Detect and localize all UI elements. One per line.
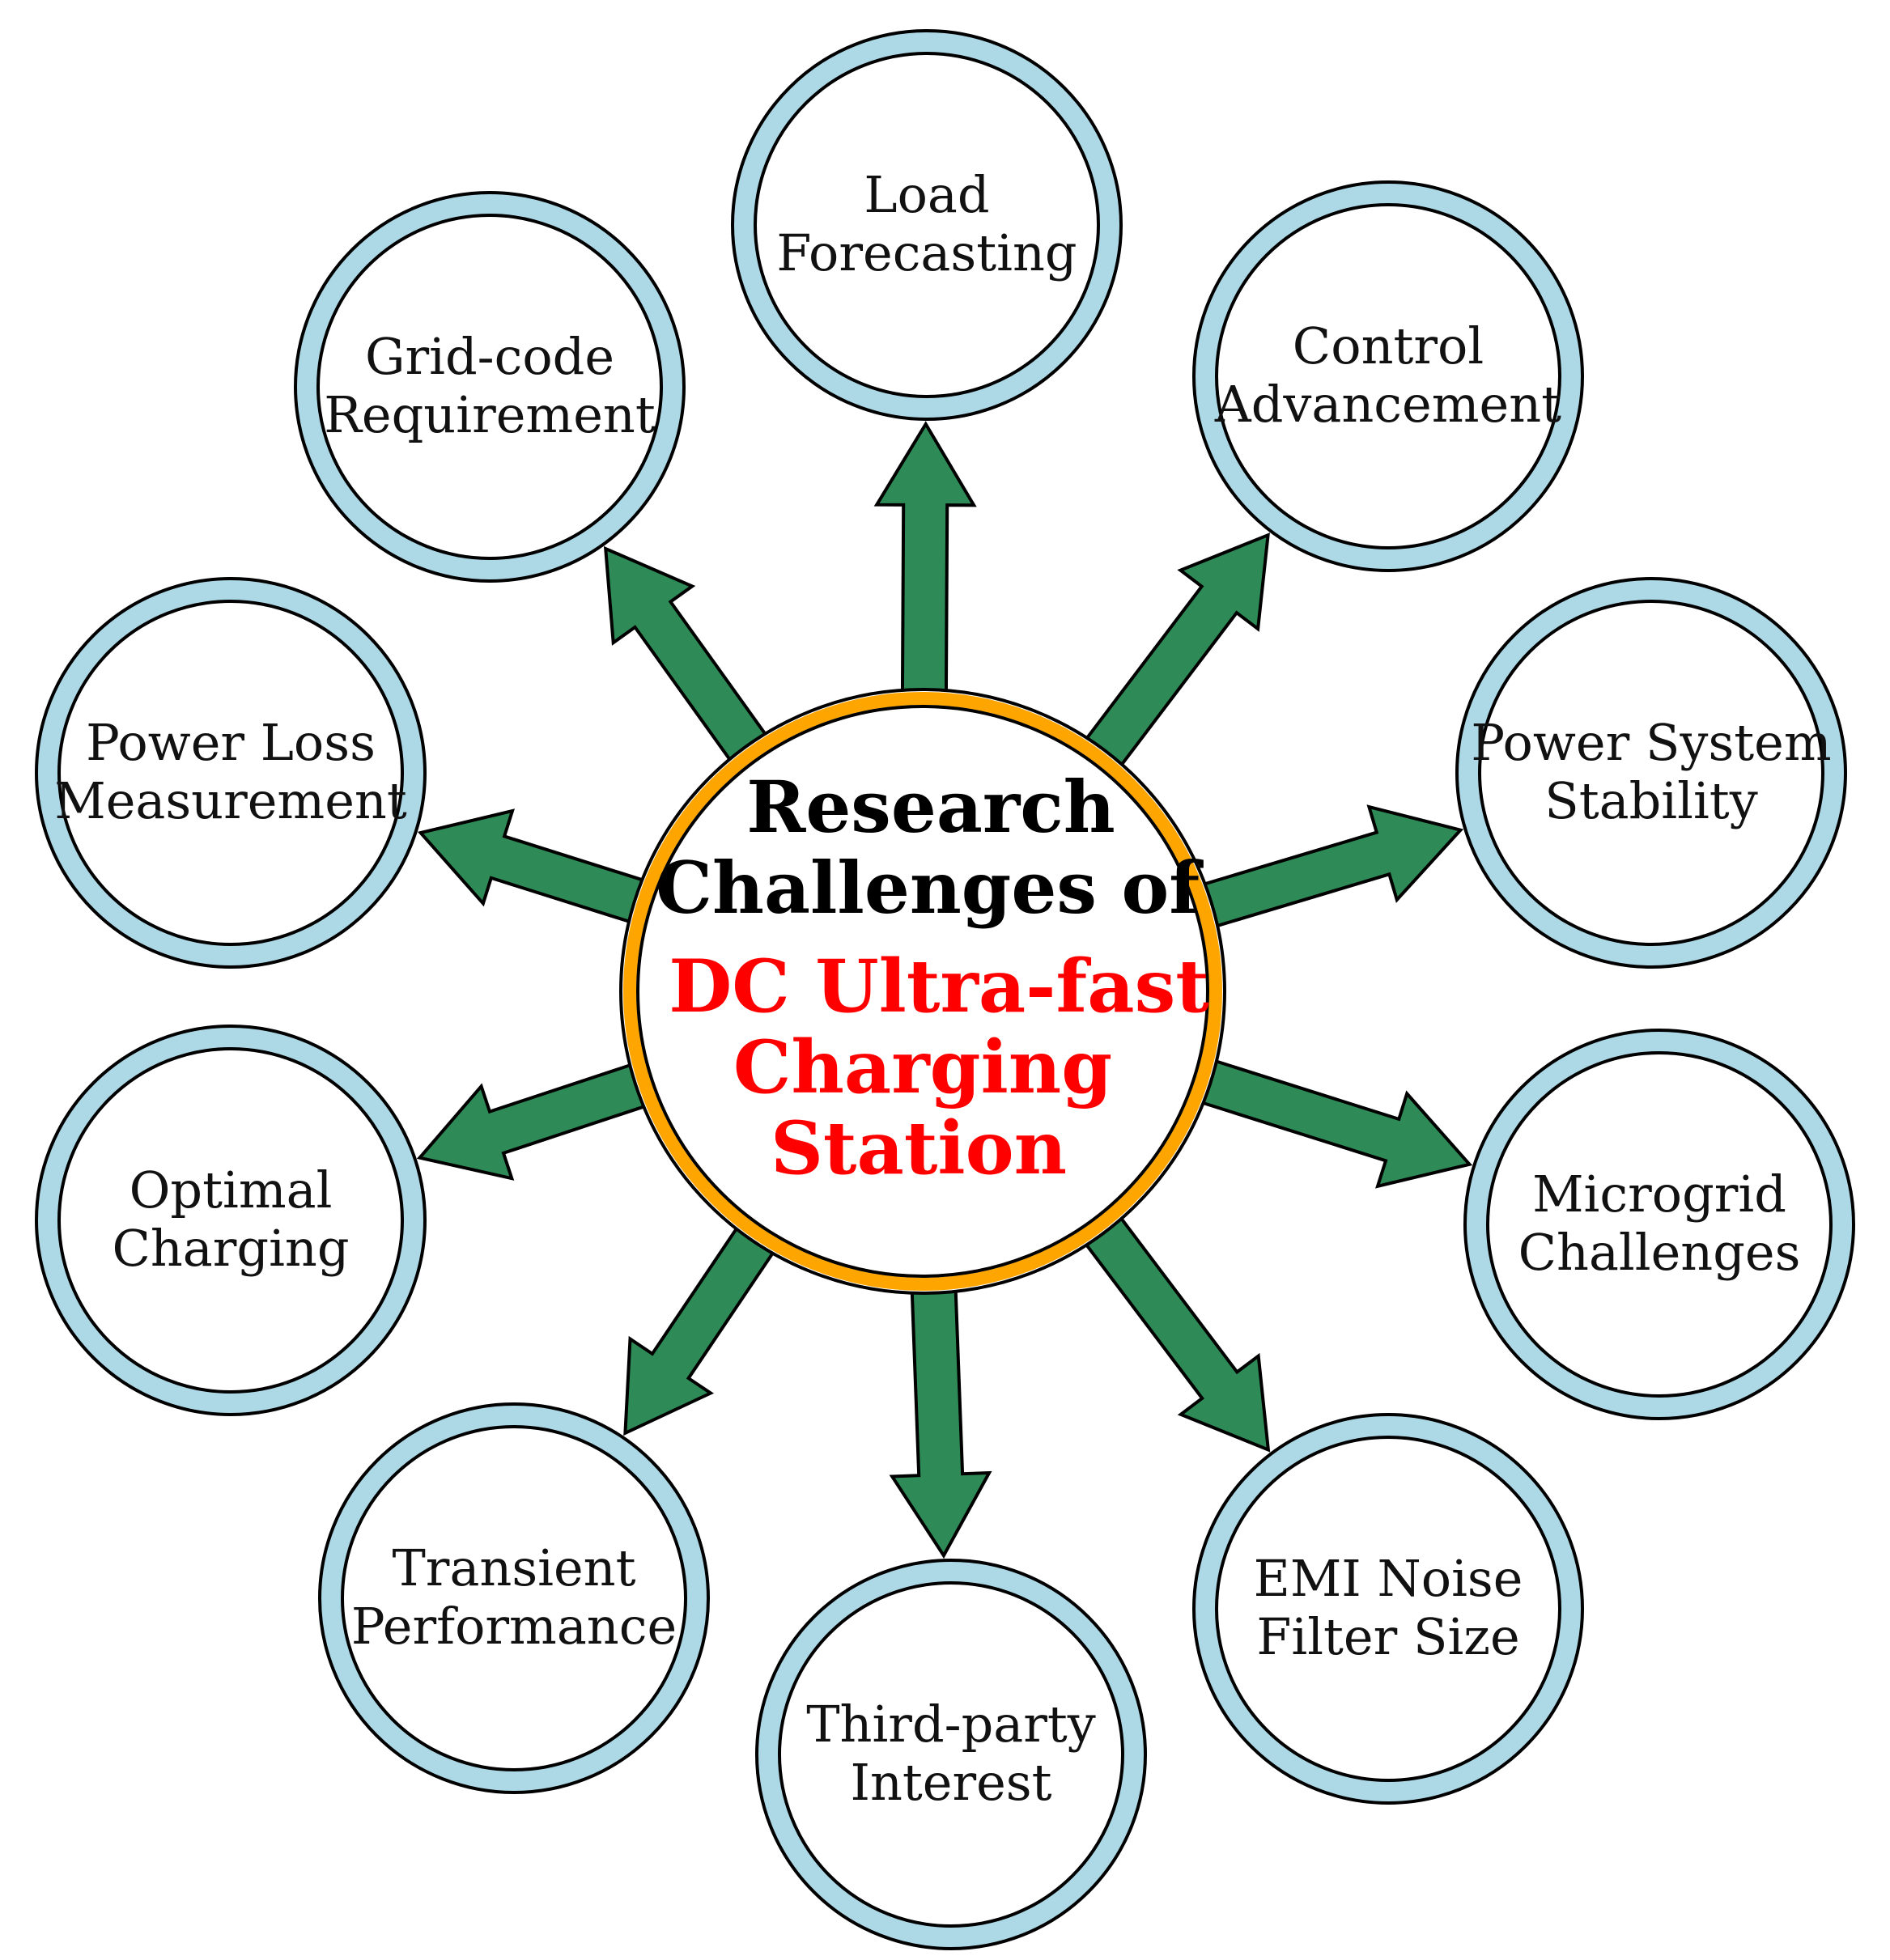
node-label-line: Transient bbox=[392, 1538, 635, 1597]
node-inner-circle bbox=[1486, 1051, 1833, 1398]
node-inner-circle bbox=[1215, 203, 1561, 549]
node-inner-circle bbox=[1478, 600, 1824, 946]
arrow-to-power-system-stability bbox=[1193, 804, 1464, 931]
hub-ring-color bbox=[623, 692, 1222, 1291]
hub-circle: Research Challenges of DC Ultra-fast Cha… bbox=[619, 688, 1226, 1295]
node-inner-circle bbox=[57, 600, 404, 946]
arrow-to-control-advancement bbox=[1078, 532, 1270, 775]
hub-title-line-1: Research bbox=[746, 765, 1115, 849]
arrow-to-transient-performance bbox=[623, 1218, 781, 1436]
node-label-line: Forecasting bbox=[776, 223, 1077, 282]
node-inner-circle bbox=[754, 52, 1100, 398]
hub-subtitle-line-2: Charging bbox=[733, 1025, 1112, 1110]
node-label-line: Control bbox=[1293, 316, 1484, 375]
node-label-line: Measurement bbox=[54, 771, 407, 830]
arrow-to-optimal-charging bbox=[416, 1059, 656, 1181]
arrow-to-third-party-interest bbox=[889, 1279, 992, 1559]
node-label-line: Third-party bbox=[806, 1695, 1096, 1754]
node-label-line: Challenges bbox=[1518, 1223, 1801, 1282]
arrow-to-microgrid-challenges bbox=[1191, 1056, 1473, 1189]
arrow-to-emi-noise-filter-size bbox=[1078, 1208, 1271, 1453]
hub-title-line-2: Challenges of bbox=[656, 846, 1204, 930]
node-label-line: Charging bbox=[112, 1219, 349, 1278]
node-label-line: Grid-code bbox=[365, 327, 614, 386]
node-inner-circle bbox=[1215, 1436, 1561, 1782]
node-inner-circle bbox=[57, 1047, 404, 1394]
hub-subtitle-line-3: Station bbox=[771, 1105, 1067, 1191]
node-inner-circle bbox=[341, 1425, 687, 1771]
node-label-line: EMI Noise bbox=[1254, 1549, 1523, 1608]
arrow-to-grid-code-requirement bbox=[603, 545, 774, 770]
arrow-to-load-forecasting bbox=[873, 421, 977, 702]
node-label-line: Power System bbox=[1471, 713, 1831, 772]
node-label-line: Microgrid bbox=[1532, 1165, 1786, 1224]
arrows-layer bbox=[416, 421, 1473, 1559]
node-label-line: Filter Size bbox=[1256, 1607, 1519, 1666]
node-label-line: Power Loss bbox=[86, 713, 376, 772]
node-label-line: Load bbox=[864, 165, 989, 224]
node-label-line: Advancement bbox=[1214, 375, 1561, 434]
hub-subtitle-line-1: DC Ultra-fast bbox=[669, 944, 1209, 1029]
hub-ring-inner-outline bbox=[636, 705, 1209, 1278]
node-label-line: Performance bbox=[351, 1597, 677, 1656]
node-inner-circle bbox=[778, 1581, 1124, 1928]
node-label-line: Optimal bbox=[130, 1160, 333, 1220]
arrow-to-power-loss-measurement bbox=[417, 808, 654, 927]
node-label-line: Stability bbox=[1544, 771, 1757, 830]
node-label-line: Requirement bbox=[324, 385, 656, 444]
node-inner-circle bbox=[316, 214, 663, 560]
node-label-line: Interest bbox=[850, 1753, 1051, 1812]
